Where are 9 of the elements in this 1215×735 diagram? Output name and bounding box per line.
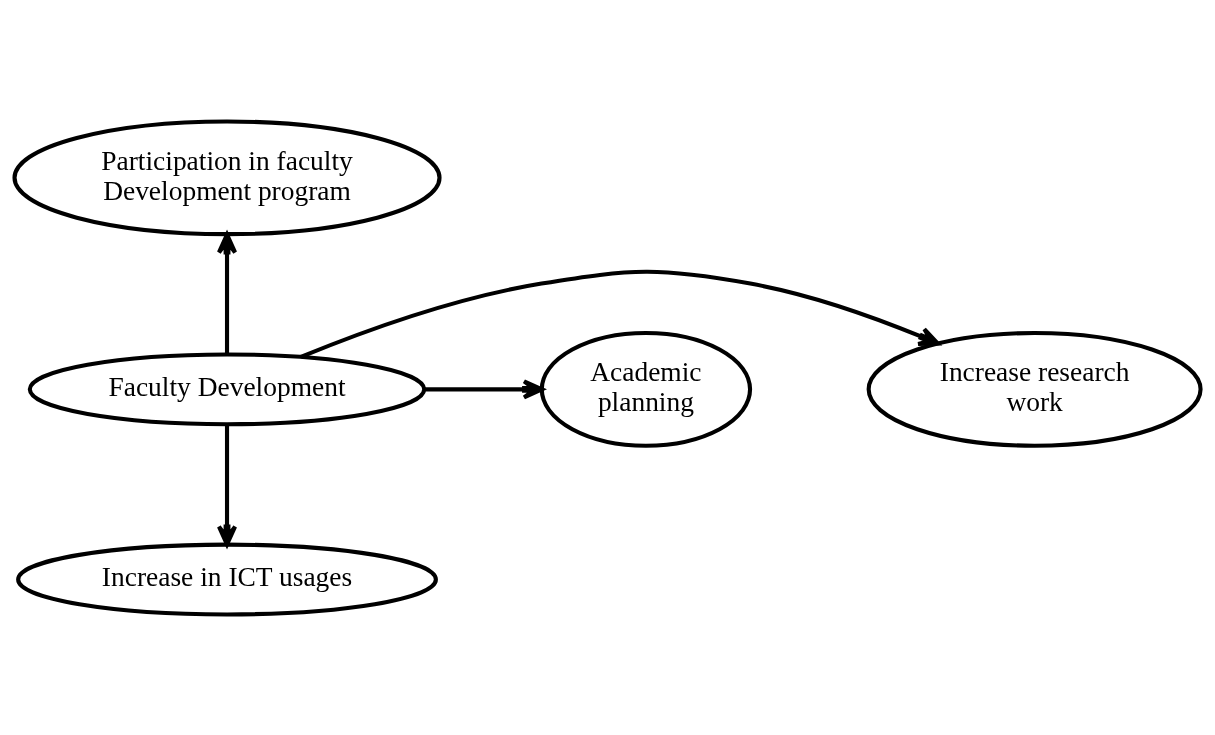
node-ellipse: Faculty Development — [27, 351, 427, 426]
arrow — [216, 424, 238, 547]
node-ellipse: Increase in ICT usages — [16, 542, 438, 616]
arrow — [216, 232, 238, 354]
node-ellipse: Academic planning — [539, 330, 753, 448]
arrow — [424, 378, 545, 399]
node-ellipse: Participation in faculty Development program — [12, 118, 442, 236]
node-ellipse: Increase research work — [866, 330, 1203, 448]
arrow — [300, 269, 940, 359]
